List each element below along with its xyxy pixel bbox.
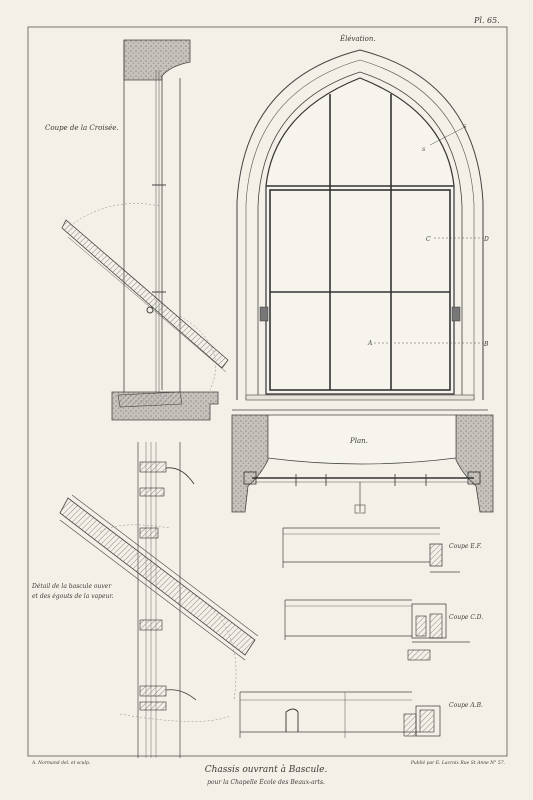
mark-s2: S	[422, 147, 426, 153]
label-coupe-croisee: Coupe de la Croisée.	[45, 124, 119, 132]
label-detail-line1: Détail de la bascule ouver	[31, 583, 112, 590]
mark-c: C	[426, 236, 431, 243]
plate-number: Pl. 65.	[473, 16, 500, 25]
label-elevation: Élévation.	[339, 34, 376, 43]
label-detail-line2: et des égouts de la vapeur.	[32, 593, 114, 600]
detail-bascule	[59, 442, 259, 758]
plate-subtitle: pour la Chapelle École des Beaux-arts.	[207, 778, 325, 786]
plate-border	[27, 26, 508, 757]
label-plan: Plan.	[349, 437, 368, 445]
mark-a: A	[367, 340, 373, 347]
mark-b: B	[483, 341, 489, 348]
label-coupe-ab: Coupe A.B.	[449, 702, 483, 709]
section-cd	[284, 599, 470, 661]
section-ef	[282, 527, 460, 573]
mark-d: D	[483, 236, 489, 243]
mark-s1: S	[463, 124, 467, 130]
plate-title: Chassis ouvrant à Bascule.	[205, 764, 328, 775]
window-elevation	[232, 49, 488, 411]
credit-left: A. Normand del. et sculp.	[31, 760, 91, 766]
plan-view	[231, 414, 494, 514]
section-croisee	[61, 39, 229, 421]
credit-right: Publié par E. Lacroix Rue St Anne N° 57.	[410, 759, 506, 766]
label-coupe-cd: Coupe C.D.	[449, 614, 483, 621]
label-coupe-ef: Coupe E.F.	[449, 543, 482, 550]
section-ab	[239, 691, 441, 738]
